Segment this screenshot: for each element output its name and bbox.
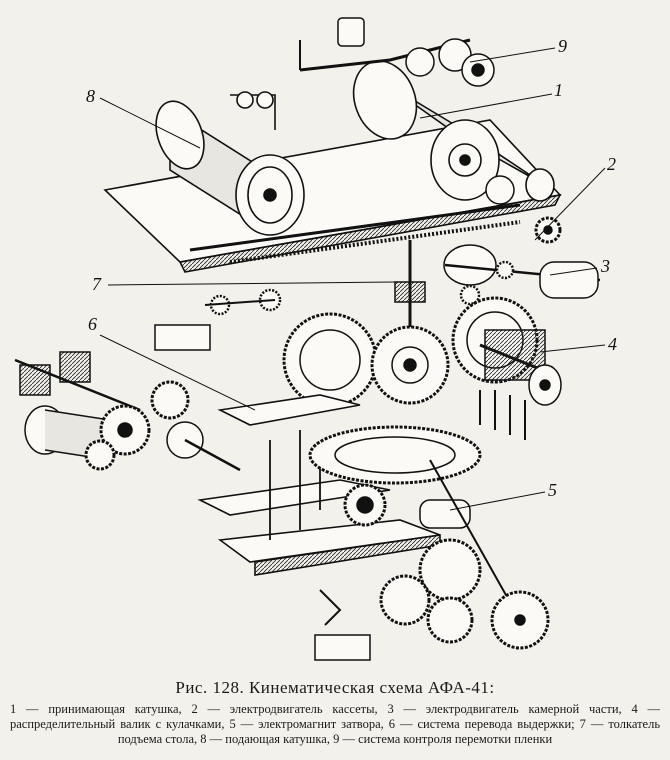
- legend-item: 4 — распределительный валик с кулачками,: [10, 702, 661, 731]
- legend-item: 9 — система контроля перемотки пленки: [333, 732, 553, 746]
- legend-item: 3 — электродвигатель камерной части,: [387, 702, 622, 716]
- callout-9: 9: [558, 36, 567, 56]
- callout-labels: 1 2 3 4 5 6 7 8 9: [86, 36, 617, 500]
- exposure-setting-system: [14, 351, 241, 472]
- callout-8: 8: [86, 86, 95, 106]
- lower-plates: [197, 394, 441, 576]
- callout-2: 2: [607, 154, 616, 174]
- callout-3: 3: [600, 256, 610, 276]
- callout-1: 1: [554, 80, 563, 100]
- legend-item: 1 — принимающая катушка,: [10, 702, 182, 716]
- take-up-spool: [352, 60, 555, 202]
- shutter-electromagnet: [308, 425, 521, 621]
- cassette-motor: [485, 175, 562, 244]
- caption-legend: 1 — принимающая катушка, 2 — электродвиг…: [10, 702, 660, 747]
- legend-item: 6 — система перевода выдержки;: [388, 717, 575, 731]
- caption-title: Рис. 128. Кинематическая схема АФА-41:: [175, 678, 495, 697]
- supply-spool: [155, 91, 305, 236]
- kinematic-diagram: 1 2 3 4 5 6 7 8 9: [14, 17, 617, 661]
- legend-item: 2 — электродвигатель кассеты,: [191, 702, 378, 716]
- callout-6: 6: [88, 314, 97, 334]
- leader-lines: [99, 47, 606, 511]
- figure-caption: Рис. 128. Кинематическая схема АФА-41: 1…: [0, 674, 670, 747]
- bottom-gear-train: [314, 538, 550, 661]
- table-lifter: [154, 240, 450, 408]
- legend-item: 8 — подающая катушка,: [200, 732, 330, 746]
- legend-item: 5 — электромагнит затвора,: [229, 717, 384, 731]
- callout-4: 4: [608, 334, 617, 354]
- legend-item: 7 — толкатель подъема стола,: [117, 717, 661, 746]
- cam-shaft: [451, 296, 562, 440]
- callout-5: 5: [548, 480, 557, 500]
- callout-7: 7: [92, 274, 102, 294]
- camera-motor: [443, 244, 601, 306]
